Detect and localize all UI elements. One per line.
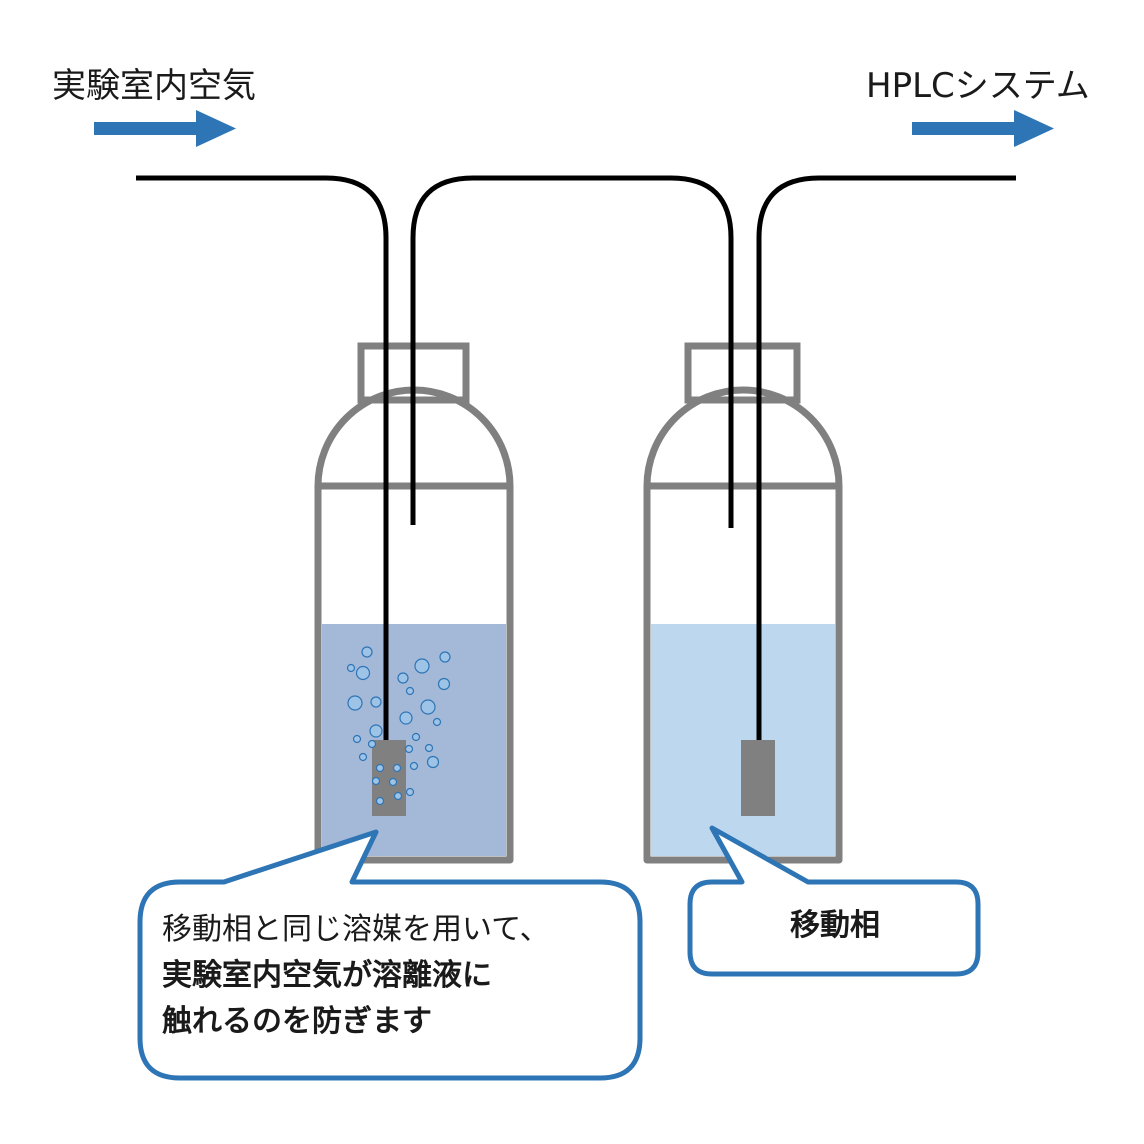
bubble — [371, 776, 381, 786]
bubble — [393, 791, 403, 801]
bubble — [424, 743, 434, 753]
tubing — [136, 175, 1016, 745]
callout-left-line2: 実験室内空気が溶離液に — [162, 958, 492, 993]
bubble — [392, 763, 402, 773]
bubble — [397, 672, 409, 684]
bubble — [405, 686, 415, 696]
callout-left-line3: 触れるのを防ぎます — [162, 1004, 432, 1039]
bubble — [375, 796, 385, 806]
bubble — [347, 695, 363, 711]
right-bottle-cap — [684, 342, 801, 404]
bubble — [361, 646, 373, 658]
bubble — [411, 732, 421, 742]
bubble — [352, 734, 362, 744]
callout-left-line1: 移動相と同じ溶媒を用いて、 — [162, 912, 550, 947]
callout-right-box — [687, 825, 981, 977]
outlet-label: HPLCシステム — [866, 66, 1090, 106]
bubble — [409, 761, 419, 771]
bubble — [437, 677, 451, 691]
right-filter — [741, 740, 775, 816]
bubble — [420, 699, 436, 715]
bubble — [404, 744, 414, 754]
outlet-arrow-icon — [912, 110, 1054, 147]
right-bottle-body — [643, 386, 843, 864]
bubble — [355, 665, 371, 681]
bubble — [367, 739, 377, 749]
left-bottle-body — [314, 386, 514, 864]
bubble — [439, 651, 451, 663]
bubble — [375, 763, 385, 773]
bubble — [346, 663, 356, 673]
inlet-arrow-icon — [94, 110, 236, 147]
bubble — [414, 658, 430, 674]
outlet-tube — [756, 175, 1016, 745]
bubble — [388, 777, 398, 787]
bubbles — [346, 646, 451, 806]
bubble — [369, 724, 383, 738]
callout-right-text: 移動相 — [790, 908, 880, 943]
callout-left-box — [137, 829, 643, 1081]
inlet-tube — [136, 175, 389, 745]
bubble — [432, 717, 442, 727]
bridge-tube — [410, 175, 734, 528]
bubble — [426, 755, 440, 769]
inlet-label: 実験室内空気 — [52, 66, 256, 106]
bubble — [358, 752, 368, 762]
bubble — [405, 787, 415, 797]
bubble — [399, 711, 413, 725]
callout-left-text: 移動相と同じ溶媒を用いて、 実験室内空気が溶離液に 触れるのを防ぎます — [162, 907, 632, 1045]
bubble — [370, 696, 382, 708]
